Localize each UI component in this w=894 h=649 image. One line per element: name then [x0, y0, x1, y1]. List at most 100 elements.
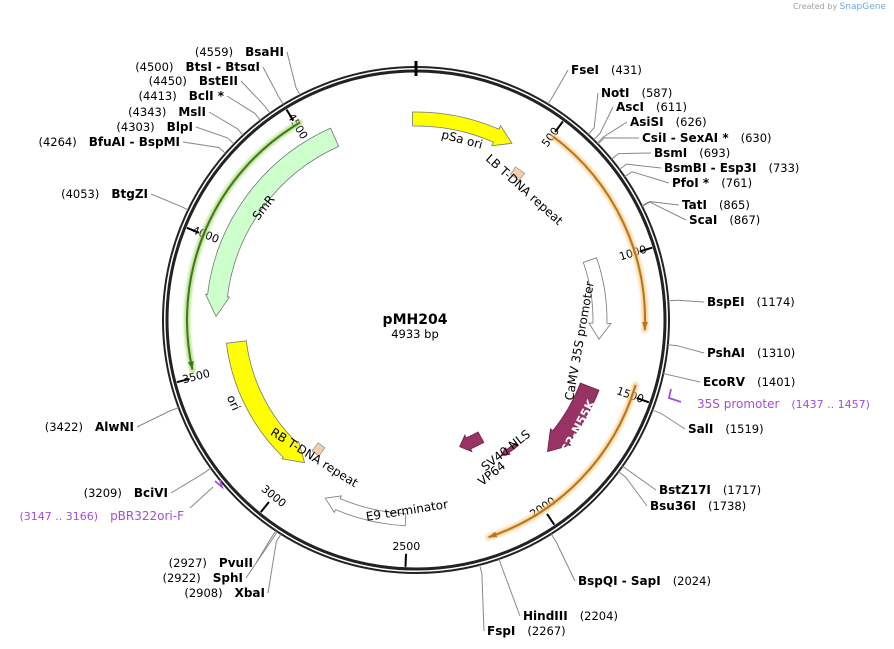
ruler-tick: [260, 501, 270, 513]
restriction-site-label: EcoRV(1401): [703, 375, 795, 389]
restriction-site-position: (1738): [708, 499, 746, 513]
feature-sv40-nls: [500, 442, 519, 457]
restriction-site-name: BfuAI - BspMI: [89, 135, 180, 149]
restriction-site-position: (4343): [128, 105, 166, 119]
restriction-site-sali: SalI(1519): [652, 409, 764, 436]
restriction-site-label: BsmI(693): [654, 146, 730, 160]
restriction-site-name: AsiSI: [630, 115, 664, 129]
restriction-site-name: FspI: [487, 624, 515, 638]
restriction-site-label: (2908)XbaI: [184, 586, 265, 600]
feature-label-camv-35s-promoter: CaMV 35S promoter: [562, 280, 597, 401]
restriction-site-position: (4450): [149, 74, 187, 88]
restriction-site-name: BsmI: [654, 146, 687, 160]
primers-layer: 35S promoter(1437 .. 1457)(3147 .. 3166)…: [20, 388, 870, 523]
snapgene-brand: Created by SnapGene: [793, 2, 886, 12]
primer-35s-promoter-label: 35S promoter(1437 .. 1457): [697, 397, 870, 411]
restriction-site-position: (4500): [135, 60, 173, 74]
primer-pbr322ori-f-mark: [214, 479, 224, 490]
feature-label-e9-terminator: E9 terminator: [365, 497, 449, 524]
restriction-site-name: BlpI: [167, 120, 193, 134]
restriction-site-bsu36i: Bsu36I(1738): [618, 471, 746, 513]
restriction-site-leader: [624, 171, 670, 184]
restriction-site-name: BstEII: [199, 74, 238, 88]
restriction-site-leader: [170, 467, 212, 494]
restriction-site-name: ScaI: [689, 213, 717, 227]
restriction-site-label: (4559)BsaHI: [195, 45, 284, 59]
restriction-site-label: FspI(2267): [487, 624, 566, 638]
restriction-site-label: TatI(865): [682, 198, 750, 212]
restriction-site-label: (2927)PvuII: [169, 556, 253, 570]
restriction-site-name: NotI: [601, 86, 630, 100]
restriction-site-label: SalI(1519): [688, 422, 764, 436]
restriction-site-position: (733): [768, 161, 799, 175]
restriction-site-position: (3422): [45, 420, 83, 434]
restriction-site-name: SalI: [688, 422, 713, 436]
restriction-site-btsi-bts-i: (4500)BtsI - BtsαI: [135, 60, 284, 105]
restriction-site-position: (4053): [61, 187, 99, 201]
restriction-site-label: (4343) MslI: [128, 105, 206, 119]
restriction-site-name: EcoRV: [703, 375, 746, 389]
restriction-site-label: HindIII(2204): [523, 609, 618, 623]
restriction-site-position: (1310): [757, 346, 795, 360]
restriction-site-tati: TatI(865): [641, 198, 750, 212]
ruler-tick: [176, 377, 190, 384]
restriction-site-label: CsiI - SexAI *(630): [642, 131, 772, 145]
ruler-tick-label: 3000: [259, 482, 289, 510]
restriction-site-name: BspQI - SapI: [578, 574, 661, 588]
restriction-site-name: BspEI: [707, 295, 745, 309]
restriction-site-name: AlwNI: [95, 420, 134, 434]
restriction-site-bspqi-sapi: BspQI - SapI (2024): [550, 533, 711, 588]
restriction-site-label: PshAI(1310): [707, 346, 795, 360]
restriction-site-position: (626): [676, 115, 707, 129]
restriction-site-label: NotI(587): [601, 86, 672, 100]
restriction-site-btgzi: (4053)BtgZI: [61, 187, 189, 211]
restriction-site-position: (4559): [195, 45, 233, 59]
ruler-tick-label: 3500: [181, 367, 211, 387]
restriction-site-leader: [286, 51, 301, 96]
restriction-site-leader: [667, 344, 705, 354]
restriction-site-position: (2024): [673, 574, 711, 588]
restriction-site-name: MslI: [178, 105, 206, 119]
feature-ms2-n55k: [547, 382, 600, 453]
track-smr-region: [184, 119, 303, 373]
created-by-text: Created by: [793, 2, 838, 11]
restriction-site-name: BclI *: [189, 89, 225, 103]
ruler-tick: [285, 109, 295, 122]
restriction-site-label: (4053)BtgZI: [61, 187, 148, 201]
ruler-tick: [636, 397, 650, 404]
restriction-site-label: (4264)BfuAI - BspMI: [38, 135, 180, 149]
restriction-site-label: (4413) BclI *: [138, 89, 224, 103]
plasmid-name: pMH204: [383, 312, 448, 328]
restriction-site-leader: [619, 163, 662, 170]
restriction-site-position: (2908): [184, 586, 222, 600]
feature-label-rb-tdna-repeat: RB T-DNA repeat: [268, 425, 361, 490]
restriction-site-asci: AscI(611): [593, 100, 687, 141]
restriction-site-leader: [652, 409, 686, 430]
restriction-site-pfoi: PfoI *(761): [624, 171, 752, 190]
track-cds-region: [485, 382, 639, 541]
restriction-site-leader: [479, 564, 485, 632]
restriction-sites-layer: FseI(431)NotI(587)AscI(611)AsiSI(626)Csi…: [38, 45, 799, 638]
restriction-site-name: PfoI *: [672, 176, 710, 190]
ruler-tick: [404, 553, 408, 567]
restriction-site-bcli: (4413) BclI *: [138, 89, 261, 121]
restriction-site-label: AscI(611): [616, 100, 687, 114]
restriction-site-bsteii: (4450) BstEII: [149, 74, 271, 114]
ruler-tick-label: 2500: [392, 540, 420, 553]
restriction-site-position: (611): [656, 100, 687, 114]
primer-pbr322ori-f-name: pBR322ori-F: [110, 509, 184, 523]
feature-label-lb-tdna-repeat: LB T-DNA repeat: [483, 151, 566, 228]
restriction-site-leader: [587, 92, 599, 135]
restriction-site-scai: ScaI(867): [641, 201, 760, 227]
restriction-site-leader: [611, 152, 652, 160]
ruler-tick: [186, 226, 200, 234]
restriction-site-position: (4413): [138, 89, 176, 103]
restriction-site-label: BspEI(1174): [707, 295, 795, 309]
feature-camv-35s-promoter: [582, 257, 612, 340]
restriction-site-hindiii: HindIII(2204): [498, 558, 618, 623]
track-35s-region: [550, 133, 648, 333]
restriction-site-leader: [622, 465, 657, 491]
restriction-site-bstz17i: BstZ17I(1717): [622, 465, 761, 497]
restriction-site-label: PfoI *(761): [672, 176, 752, 190]
